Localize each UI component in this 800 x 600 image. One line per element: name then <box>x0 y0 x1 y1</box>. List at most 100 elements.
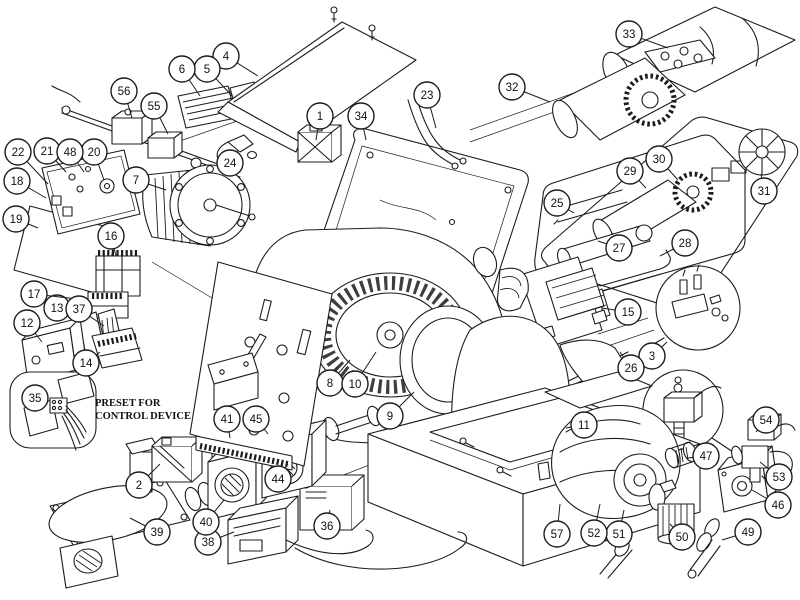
callout-number: 52 <box>588 528 601 540</box>
callout-18: 18 <box>3 167 47 199</box>
callout-44: 44 <box>264 463 292 493</box>
callout-circle <box>125 471 153 499</box>
blower-motor <box>142 164 256 247</box>
callout-number: 1 <box>317 111 323 123</box>
callout-40: 40 <box>192 499 225 536</box>
callout-number: 9 <box>387 411 393 423</box>
preset-note-line-2: CONTROL DEVICE <box>95 411 191 422</box>
callout-circle <box>764 491 792 519</box>
callout-55: 55 <box>140 92 169 135</box>
callout-circle <box>313 512 341 540</box>
callout-number: 16 <box>105 231 118 243</box>
callout-number: 23 <box>421 90 434 102</box>
callout-number: 56 <box>118 86 131 98</box>
callout-circle <box>616 157 644 185</box>
callout-47: 47 <box>687 442 720 470</box>
callout-number: 22 <box>12 147 25 159</box>
callout-number: 29 <box>624 166 637 178</box>
callout-41: 41 <box>213 405 241 439</box>
callout-circle <box>347 102 375 130</box>
callout-circle <box>543 189 571 217</box>
callout-number: 57 <box>551 529 564 541</box>
callout-number: 20 <box>88 147 101 159</box>
callout-circle <box>122 166 150 194</box>
callout-number: 32 <box>506 82 519 94</box>
callout-45: 45 <box>242 405 270 435</box>
callout-circle <box>97 222 125 250</box>
callout-circle <box>638 342 666 370</box>
callout-4: 4 <box>212 42 259 77</box>
callout-57: 57 <box>543 503 571 548</box>
callout-37: 37 <box>65 295 105 327</box>
callout-circle <box>671 229 699 257</box>
wire-pair <box>407 95 467 170</box>
callout-5: 5 <box>193 55 233 97</box>
callout-circle <box>306 102 334 130</box>
callout-circle <box>765 463 793 491</box>
callout-number: 24 <box>224 158 237 170</box>
callout-circle <box>668 523 696 551</box>
callout-number: 28 <box>679 238 692 250</box>
callout-circle <box>21 384 49 412</box>
callout-circle <box>341 370 369 398</box>
callout-number: 41 <box>221 414 234 426</box>
callout-number: 17 <box>28 289 41 301</box>
igniter <box>216 134 258 160</box>
callout-31: 31 <box>750 173 778 205</box>
callout-circle <box>734 518 762 546</box>
terminal-strip <box>91 327 143 369</box>
callout-34: 34 <box>347 102 375 141</box>
callout-number: 6 <box>179 64 185 76</box>
callout-number: 25 <box>551 198 564 210</box>
preset-note-line-1: PRESET FOR <box>95 398 161 409</box>
callout-3: 3 <box>638 341 668 370</box>
callout-number: 5 <box>204 64 210 76</box>
callout-circle <box>213 405 241 433</box>
callout-6: 6 <box>168 55 201 97</box>
callout-10: 10 <box>341 351 377 398</box>
callout-7: 7 <box>122 166 167 194</box>
callout-36: 36 <box>313 509 341 540</box>
callout-circle <box>605 234 633 262</box>
callout-number: 19 <box>10 214 23 226</box>
fan-motor-armature <box>552 39 716 141</box>
callout-17: 17 <box>20 280 87 308</box>
callout-number: 35 <box>29 393 42 405</box>
callout-number: 46 <box>772 500 785 512</box>
callout-circle <box>72 349 100 377</box>
callout-circle <box>2 205 30 233</box>
callout-24: 24 <box>216 149 244 177</box>
callout-circle <box>65 295 93 323</box>
callout-51: 51 <box>605 509 633 548</box>
callout-circle <box>543 520 571 548</box>
callout-circle <box>580 519 608 547</box>
callout-39: 39 <box>129 517 171 546</box>
callout-number: 13 <box>51 303 64 315</box>
callout-33: 33 <box>615 20 669 49</box>
callout-48: 48 <box>56 138 85 173</box>
callout-number: 36 <box>321 521 334 533</box>
callout-46: 46 <box>751 489 792 519</box>
pipe-fitting <box>687 518 721 579</box>
callout-number: 12 <box>21 318 34 330</box>
callout-19: 19 <box>2 205 39 233</box>
callout-circle <box>617 354 645 382</box>
callout-number: 7 <box>133 175 139 187</box>
callout-number: 37 <box>73 304 86 316</box>
callout-number: 15 <box>622 307 635 319</box>
callout-1: 1 <box>306 102 334 141</box>
callout-49: 49 <box>721 518 762 546</box>
callout-number: 45 <box>250 414 263 426</box>
callout-circle <box>3 167 31 195</box>
callout-number: 26 <box>625 363 638 375</box>
callout-52: 52 <box>580 503 608 547</box>
callout-30: 30 <box>645 145 679 181</box>
callout-circle <box>413 81 441 109</box>
callout-number: 50 <box>676 532 689 544</box>
callout-number: 4 <box>223 51 230 63</box>
callout-circle <box>615 20 643 48</box>
callout-29: 29 <box>616 157 647 189</box>
callout-35: 35 <box>21 384 49 412</box>
valve-actuator <box>227 495 374 565</box>
callout-12: 12 <box>13 309 43 343</box>
